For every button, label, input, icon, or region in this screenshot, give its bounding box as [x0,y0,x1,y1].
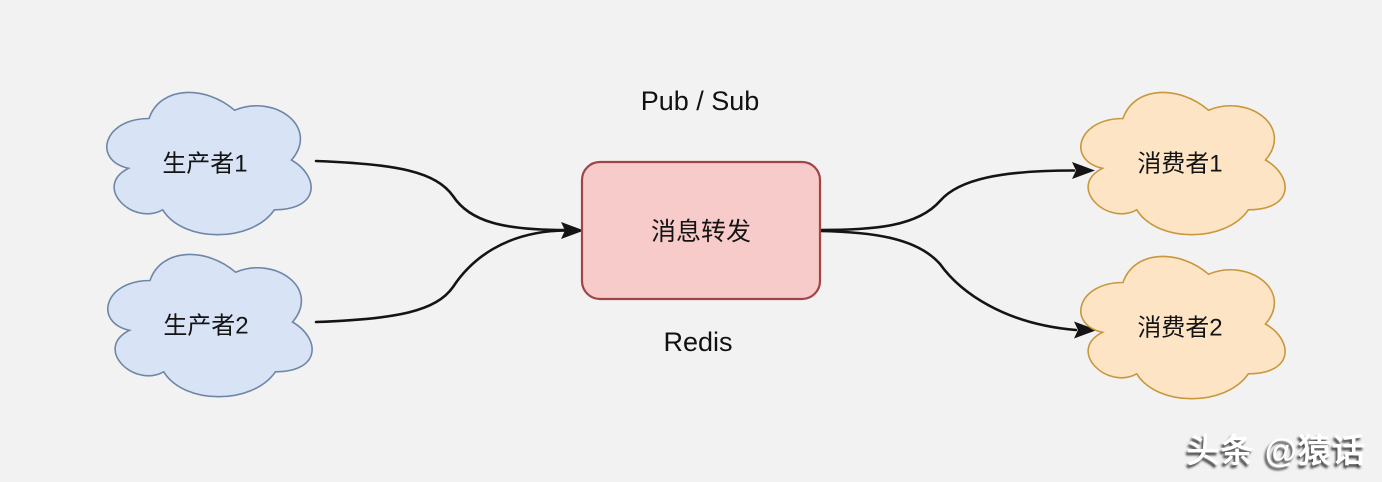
producer1-node: 生产者1 [106,91,312,236]
arrow-producer2-to-broker [314,229,568,324]
watermark-text: 头条 @猿话 [1186,432,1366,469]
redis-caption: Redis [663,327,732,357]
broker-node: 消息转发 [580,160,822,301]
arrowhead-into-consumer1 [1072,162,1095,179]
arrowhead-into-broker [561,222,584,239]
arrow-producer1-to-broker [314,159,568,232]
producer1-label: 生产者1 [162,151,247,178]
consumer2-label: 消费者2 [1137,315,1222,342]
producer2-label: 生产者2 [163,313,248,340]
broker-box [580,160,822,301]
arrows-layer [314,159,1097,339]
pubsub-caption: Pub / Sub [641,86,760,116]
consumer1-label: 消费者1 [1137,151,1222,178]
arrow-broker-to-consumer1 [818,169,1076,232]
consumer2-node: 消费者2 [1080,255,1286,400]
broker-label: 消息转发 [651,218,751,246]
arrowhead-into-consumer2 [1074,321,1097,339]
producer2-node: 生产者2 [107,253,313,398]
consumer1-node: 消费者1 [1080,91,1286,236]
arrow-broker-to-consumer2 [818,229,1078,332]
